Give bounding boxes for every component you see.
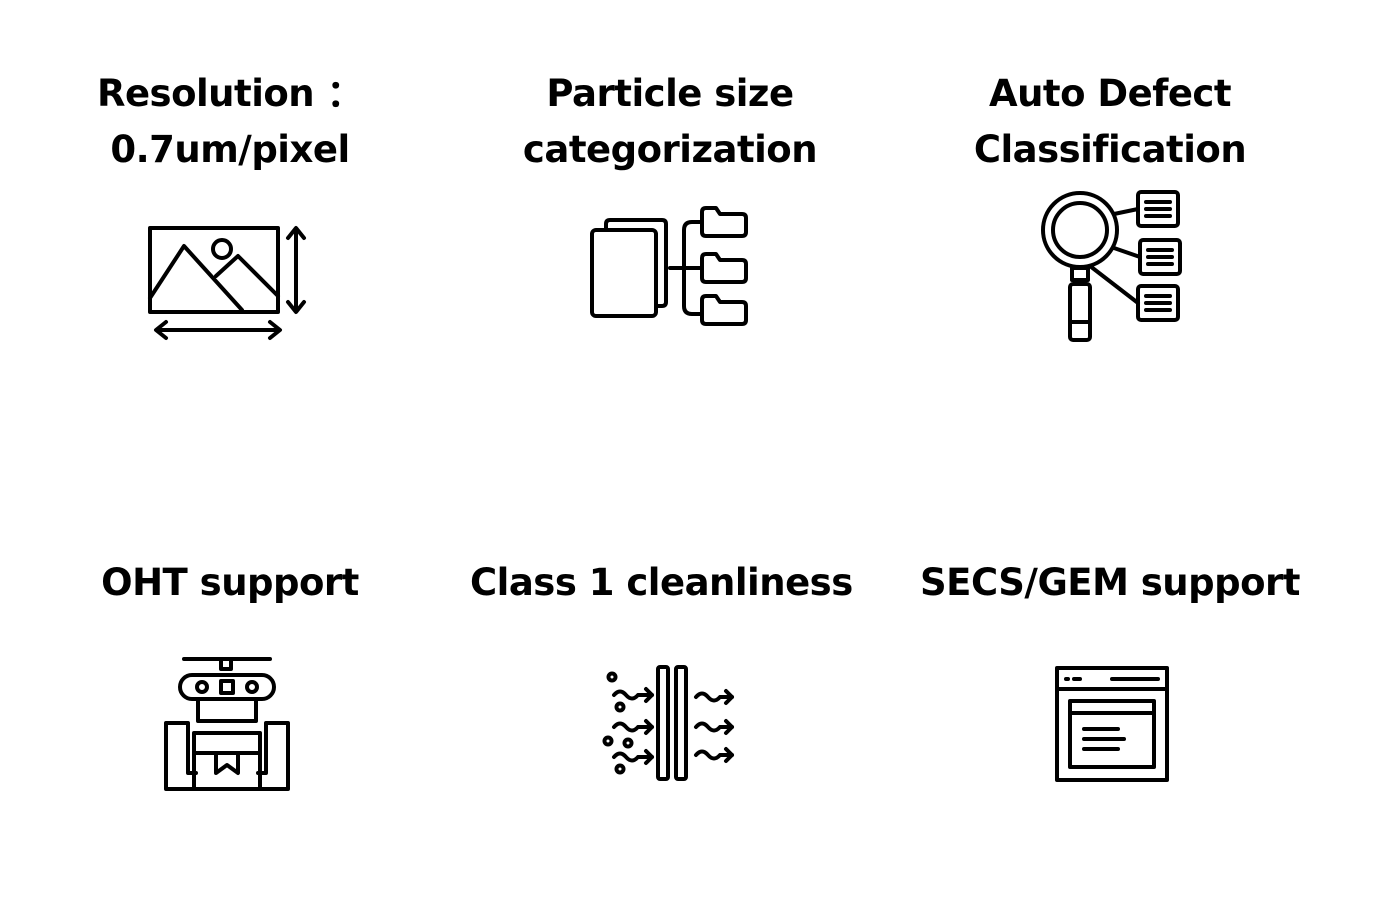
feature-title: OHT support — [40, 555, 420, 611]
feature-oht-support: OHT support — [40, 555, 420, 815]
feature-auto-defect: Auto Defect Classification — [920, 66, 1300, 356]
feature-title: Particle size categorization — [480, 66, 860, 178]
feature-title: Class 1 cleanliness — [470, 555, 853, 611]
feature-title: Auto Defect Classification — [920, 66, 1300, 178]
feature-title-line: Classification — [973, 128, 1247, 171]
feature-particle-size: Particle size categorization — [480, 66, 860, 356]
air-filter-icon — [602, 665, 738, 781]
feature-resolution: Resolution ： 0.7um/pixel — [40, 66, 420, 356]
feature-title-line: SECS/GEM support — [920, 561, 1300, 604]
feature-secs-gem-support: SECS/GEM support — [920, 555, 1300, 815]
feature-title-line: Auto Defect — [988, 72, 1232, 115]
browser-window-icon — [1054, 665, 1172, 783]
feature-class1-cleanliness: Class 1 cleanliness — [470, 555, 853, 815]
image-resolution-icon — [146, 224, 316, 344]
feature-title: Resolution ： 0.7um/pixel — [40, 66, 420, 178]
feature-title-line: Resolution ： — [96, 72, 364, 115]
feature-title-line: OHT support — [101, 561, 359, 604]
feature-title-line: categorization — [522, 128, 818, 171]
feature-title-line: Class 1 cleanliness — [470, 561, 853, 604]
magnifier-classification-icon — [1040, 190, 1190, 346]
feature-title-line: 0.7um/pixel — [110, 128, 350, 171]
overhead-transport-icon — [164, 655, 290, 793]
file-folders-icon — [588, 202, 753, 332]
feature-title: SECS/GEM support — [920, 555, 1300, 611]
feature-title-line: Particle size — [546, 72, 794, 115]
